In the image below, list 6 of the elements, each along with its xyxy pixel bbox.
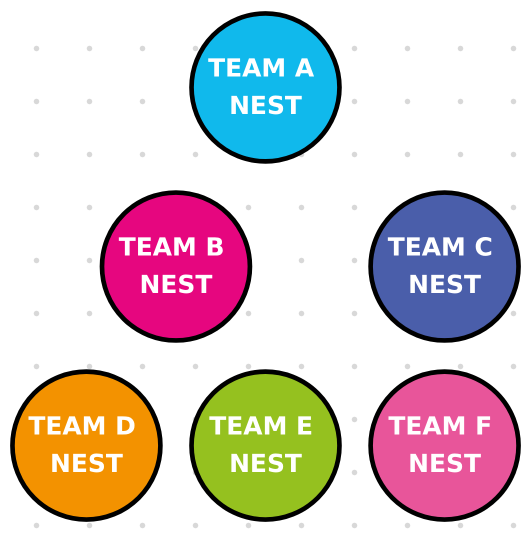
node-circle: TEAM E NEST bbox=[189, 369, 342, 522]
node-circle: TEAM C NEST bbox=[368, 190, 521, 343]
node-circle: TEAM B NEST bbox=[100, 190, 252, 343]
node-circle: TEAM F NEST bbox=[368, 369, 521, 522]
node-circle: TEAM A NEST bbox=[189, 11, 342, 164]
node-circle: TEAM D NEST bbox=[10, 369, 163, 522]
